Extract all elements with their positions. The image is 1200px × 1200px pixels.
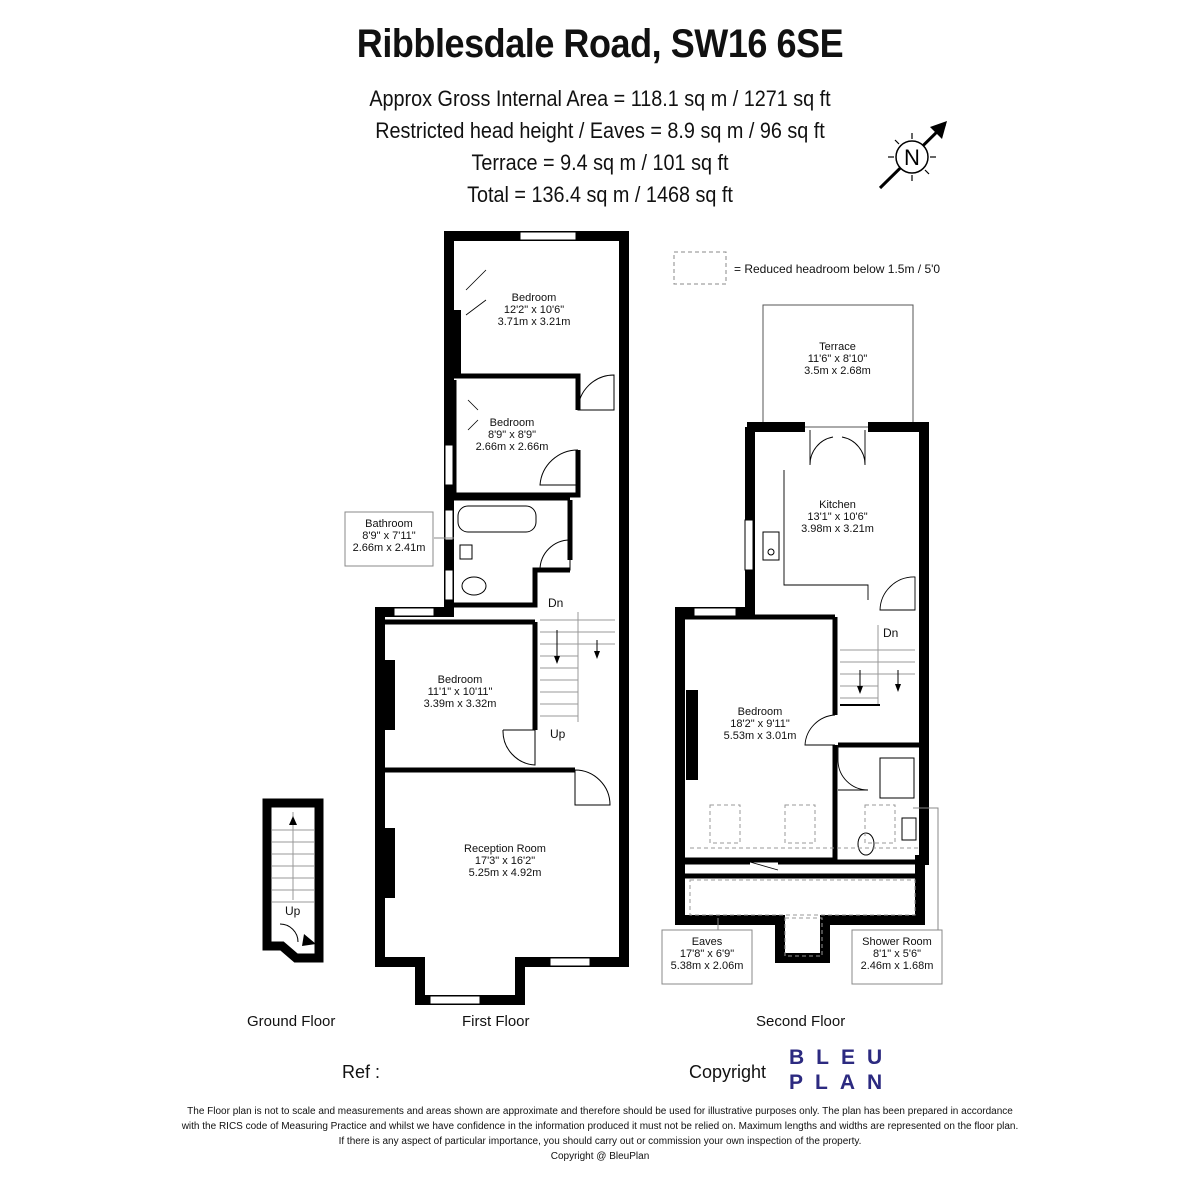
room-imperial: 8'9" x 7'11" [362, 530, 416, 542]
room-imperial: 11'1" x 10'11" [427, 686, 493, 698]
first-floor-up-label: Up [550, 727, 566, 741]
room-name: Bedroom [489, 417, 535, 429]
terrace-outline [762, 304, 914, 428]
room-metric: 3.39m x 3.32m [423, 698, 497, 710]
room-name: Reception Room [464, 843, 546, 855]
disclaimer-line-2: with the RICS code of Measuring Practice… [181, 1121, 1019, 1132]
bathroom-label-box [344, 511, 434, 567]
room-name: Shower Room [862, 936, 932, 948]
first-floor-walls [375, 231, 629, 1005]
room-metric: 5.53m x 3.01m [723, 730, 797, 742]
room-metric: 2.46m x 1.68m [860, 960, 934, 972]
room-metric: 5.25m x 4.92m [468, 867, 542, 879]
second-floor-label: Second Floor [756, 1013, 846, 1030]
room-imperial: 8'9" x 8'9" [487, 429, 537, 441]
first-floor-label: First Floor [462, 1013, 530, 1030]
shower-room-label: Shower Room 8'1" x 5'6" 2.46m x 1.68m [852, 936, 942, 972]
reduced-headroom-legend: = Reduced headroom below 1.5m / 5'0 [734, 262, 941, 276]
room-metric: 2.66m x 2.66m [475, 441, 549, 453]
eaves-label-box [661, 929, 753, 985]
disclaimer-copyright: Copyright @ BleuPlan [550, 1151, 650, 1162]
eaves-label: Eaves 17'8" x 6'9" 5.38m x 2.06m [662, 936, 752, 972]
plan-title: Ribblesdale Road, SW16 6SE [356, 22, 844, 66]
bedroom-1-label: Bedroom 12'2" x 10'6" 3.71m x 3.21m [479, 292, 589, 328]
room-imperial: 17'8" x 6'9" [679, 948, 735, 960]
terrace-label: Terrace 11'6" x 8'10" 3.5m x 2.68m [780, 341, 895, 377]
room-imperial: 12'2" x 10'6" [503, 304, 565, 316]
room-name: Bedroom [737, 706, 783, 718]
room-imperial: 11'6" x 8'10" [807, 353, 868, 365]
reception-room-label: Reception Room 17'3" x 16'2" 5.25m x 4.9… [440, 843, 570, 879]
second-floor-down-label: Dn [883, 626, 899, 640]
kitchen-label: Kitchen 13'1" x 10'6" 3.98m x 3.21m [780, 499, 895, 535]
gross-area-text: Approx Gross Internal Area = 118.1 sq m … [369, 86, 831, 111]
room-metric: 5.38m x 2.06m [670, 960, 744, 972]
room-metric: 3.5m x 2.68m [804, 365, 871, 377]
room-imperial: 17'3" x 16'2" [474, 855, 536, 867]
first-floor-down-label: Dn [548, 596, 564, 610]
disclaimer-line-1: The Floor plan is not to scale and measu… [187, 1106, 1013, 1117]
room-name: Terrace [819, 341, 856, 353]
north-compass-icon: N [878, 121, 947, 190]
ground-floor-label: Ground Floor [247, 1013, 336, 1030]
room-name: Kitchen [819, 499, 856, 511]
room-name: Bedroom [437, 674, 483, 686]
bedroom-2-label: Bedroom 8'9" x 8'9" 2.66m x 2.66m [462, 417, 562, 453]
terrace-area-text: Terrace = 9.4 sq m / 101 sq ft [471, 150, 729, 175]
room-name: Bathroom [365, 518, 413, 530]
bathroom-label: Bathroom 8'9" x 7'11" 2.66m x 2.41m [345, 518, 433, 554]
room-imperial: 13'1" x 10'6" [807, 511, 868, 523]
room-imperial: 18'2" x 9'11" [730, 718, 790, 730]
bedroom-3-label: Bedroom 11'1" x 10'11" 3.39m x 3.32m [405, 674, 515, 710]
ref-label: Ref : [342, 1062, 381, 1082]
room-metric: 3.71m x 3.21m [497, 316, 571, 328]
second-floor-walls [675, 422, 929, 963]
copyright-label: Copyright [689, 1062, 767, 1082]
ground-floor-up-label: Up [285, 904, 301, 918]
shower-room-label-box [851, 929, 943, 985]
room-imperial: 8'1" x 5'6" [872, 948, 922, 960]
reduced-headroom-swatch [673, 251, 727, 285]
room-name: Bedroom [511, 292, 557, 304]
ground-floor-plan [262, 798, 324, 963]
brand-logo-top: BLEU [789, 1046, 895, 1069]
compass-letter: N [904, 145, 920, 170]
room-metric: 2.66m x 2.41m [352, 542, 426, 554]
room-name: Eaves [691, 936, 723, 948]
room-metric: 3.98m x 3.21m [801, 523, 874, 535]
disclaimer-line-3: If there is any aspect of particular imp… [338, 1136, 862, 1147]
brand-logo-bottom: PLAN [789, 1071, 895, 1094]
second-floor-inner-walls [685, 614, 919, 879]
bedroom-4-label: Bedroom 18'2" x 9'11" 5.53m x 3.01m [705, 706, 815, 742]
total-area-text: Total = 136.4 sq m / 1468 sq ft [467, 182, 733, 207]
eaves-area-text: Restricted head height / Eaves = 8.9 sq … [375, 118, 825, 143]
